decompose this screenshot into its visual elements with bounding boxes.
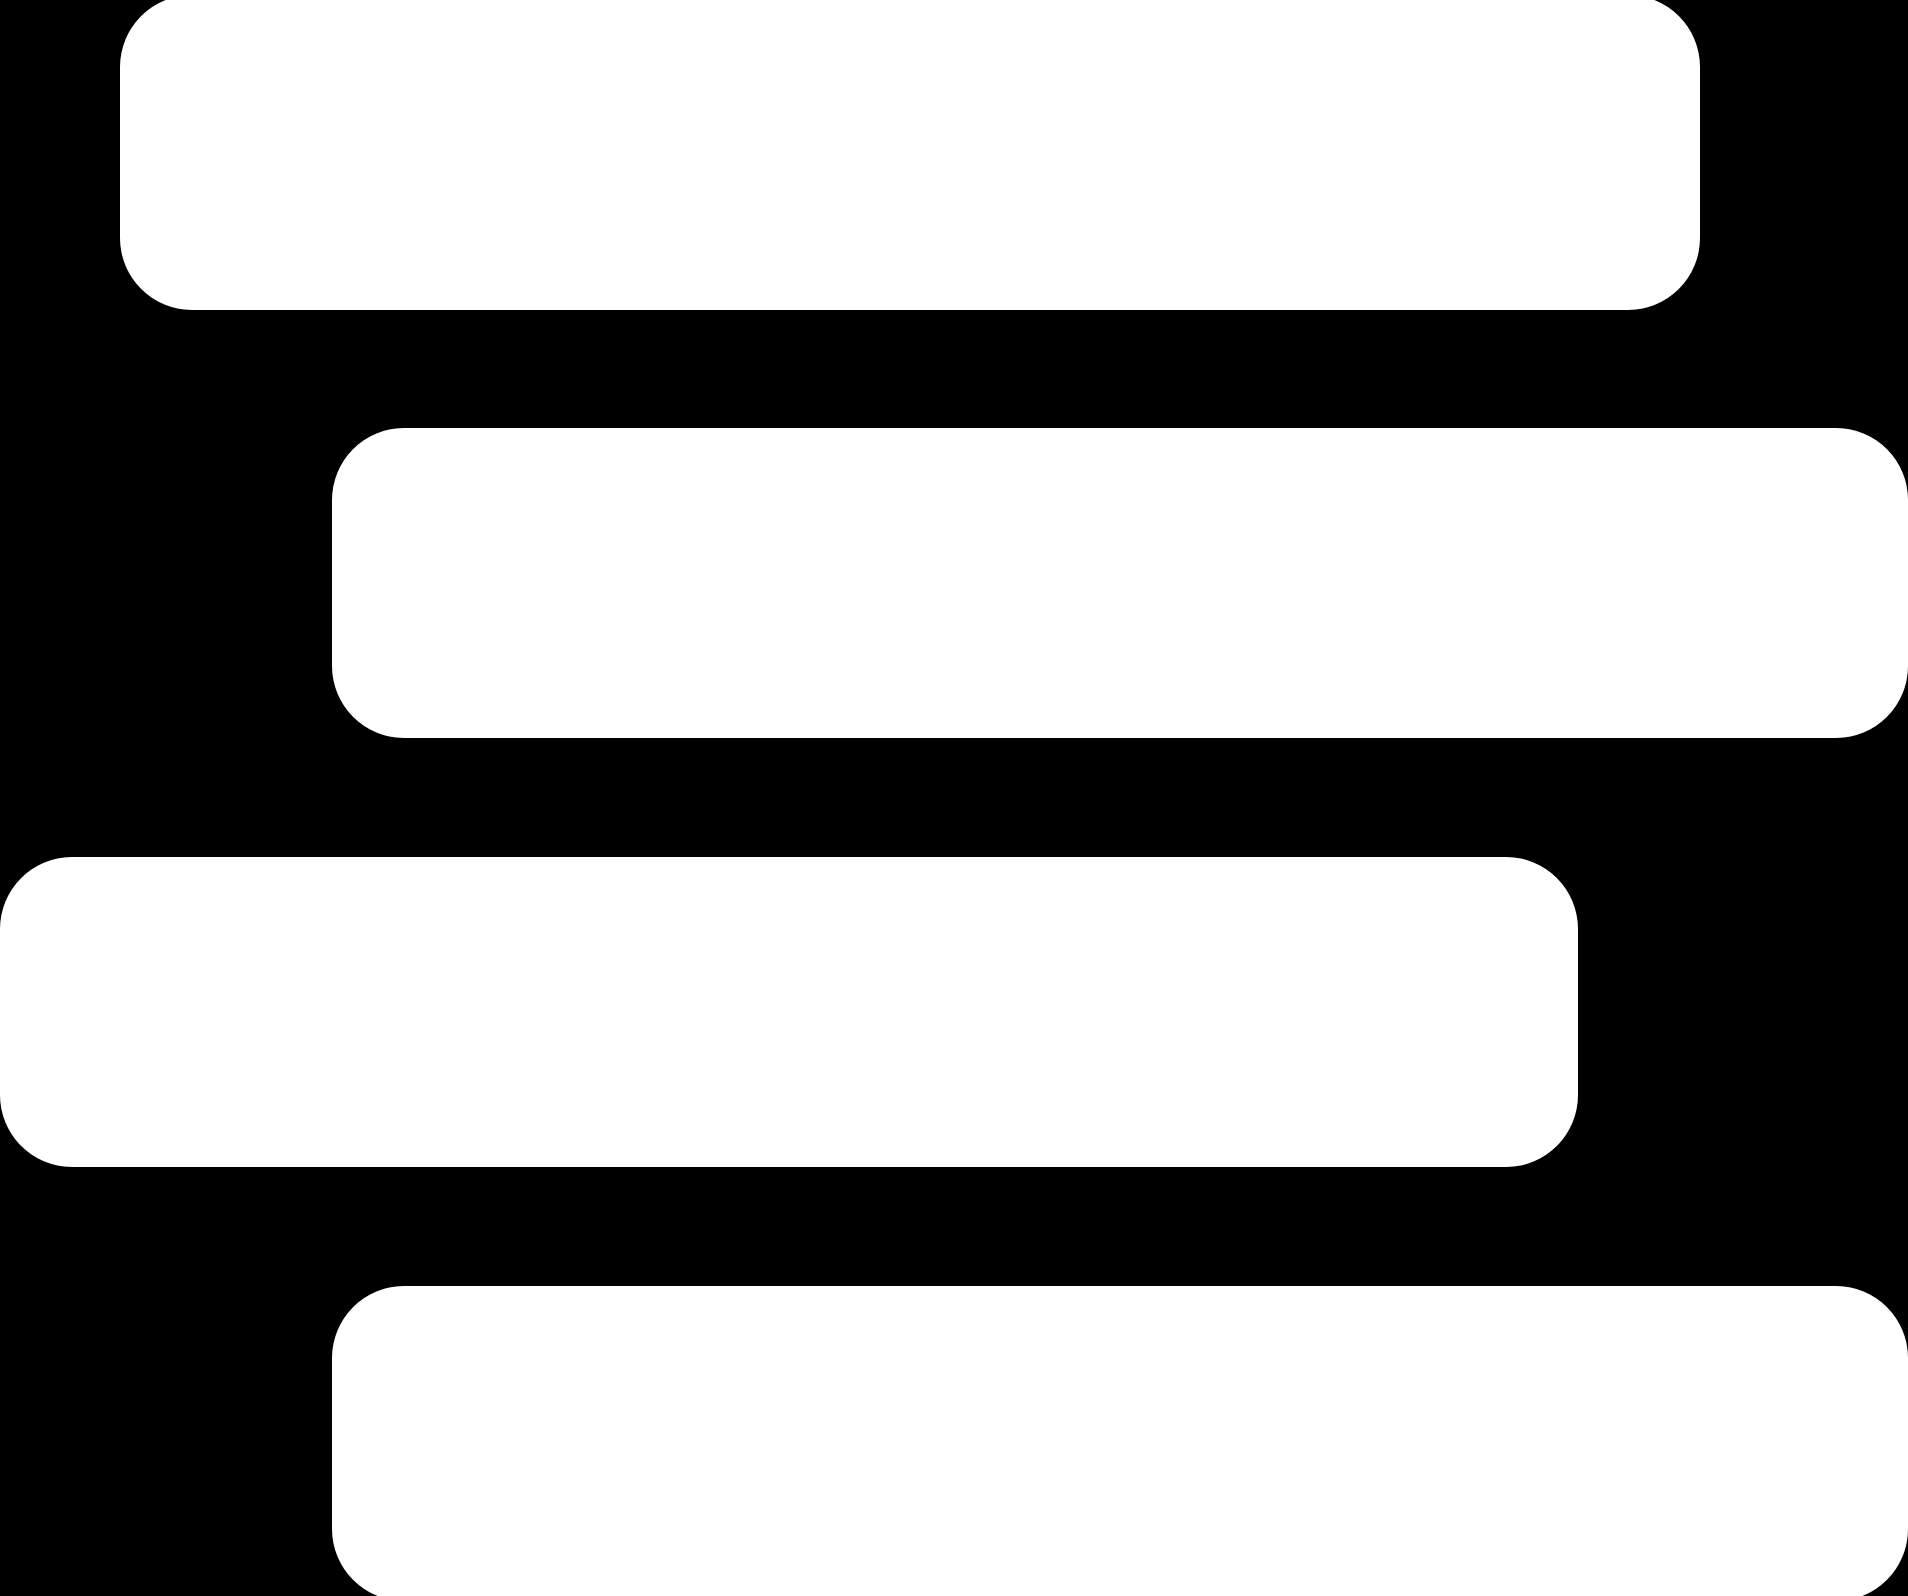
bar-1: bar-1 [120,0,1700,310]
bar-4: bar-4 [332,1286,1908,1596]
bar-2: bar-2 [332,428,1908,738]
bar-3: bar-3 [0,857,1578,1167]
